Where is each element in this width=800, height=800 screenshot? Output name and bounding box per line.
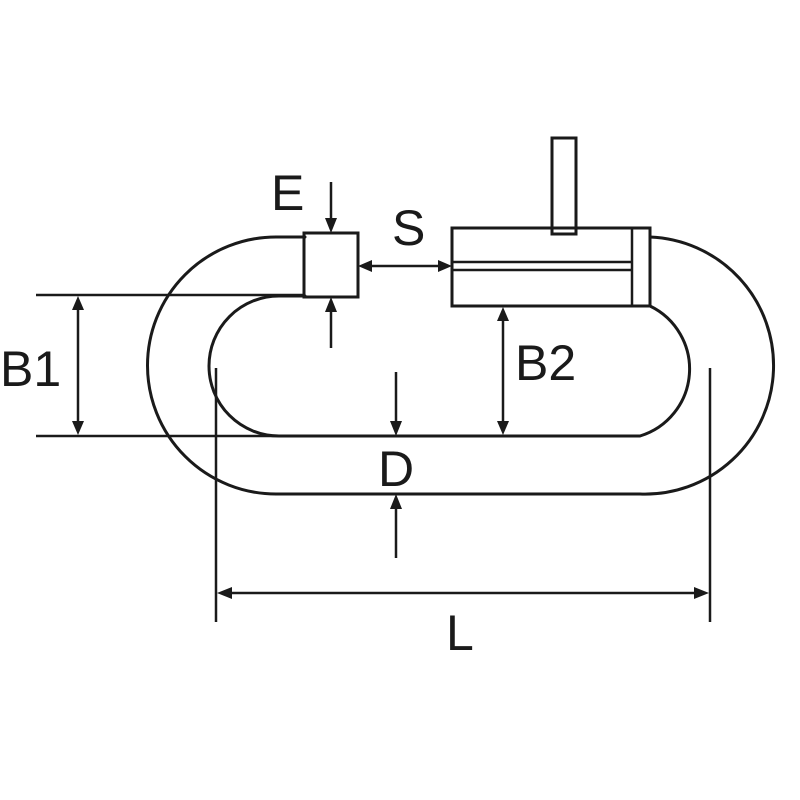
dim-b2-arrow-top [497, 307, 509, 321]
link-outer-contour [146, 235, 776, 496]
link-body [146, 235, 776, 496]
dim-s-arrow-left [358, 260, 372, 272]
dimension-s: S [358, 200, 452, 272]
dim-b2-arrow-bottom [497, 421, 509, 435]
gate-sleeve [450, 226, 652, 308]
dim-b2-label: B2 [515, 335, 576, 391]
dim-b1-label: B1 [0, 341, 61, 397]
dim-l-arrow-right [694, 587, 709, 599]
dimension-l: L [214, 368, 712, 661]
dim-e-arrow-bottom-head [325, 297, 337, 312]
dim-e-arrow-top-head [325, 218, 337, 233]
dim-d-arrow-bottom-head [390, 494, 402, 509]
link-inner-contour [207, 294, 692, 438]
dim-s-label: S [392, 200, 425, 256]
dim-d-label: D [378, 441, 414, 497]
dim-l-label: L [446, 605, 474, 661]
dim-s-arrow-right [438, 260, 452, 272]
gate-sleeve-body [450, 226, 652, 308]
gate-nose-block [302, 231, 360, 299]
dim-e-label: E [271, 165, 304, 221]
dim-l-arrow-left [217, 587, 232, 599]
dim-b1-arrow-bottom [72, 421, 84, 435]
dimension-b2: B2 [497, 307, 576, 435]
dim-d-arrow-top-head [390, 421, 402, 436]
dimension-d: D [378, 372, 414, 558]
gate-pin [550, 136, 578, 236]
gate-pin-body [550, 136, 578, 236]
dimension-b1: B1 [0, 293, 305, 438]
dim-b1-arrow-top [72, 296, 84, 310]
dimension-e: E [271, 165, 337, 348]
